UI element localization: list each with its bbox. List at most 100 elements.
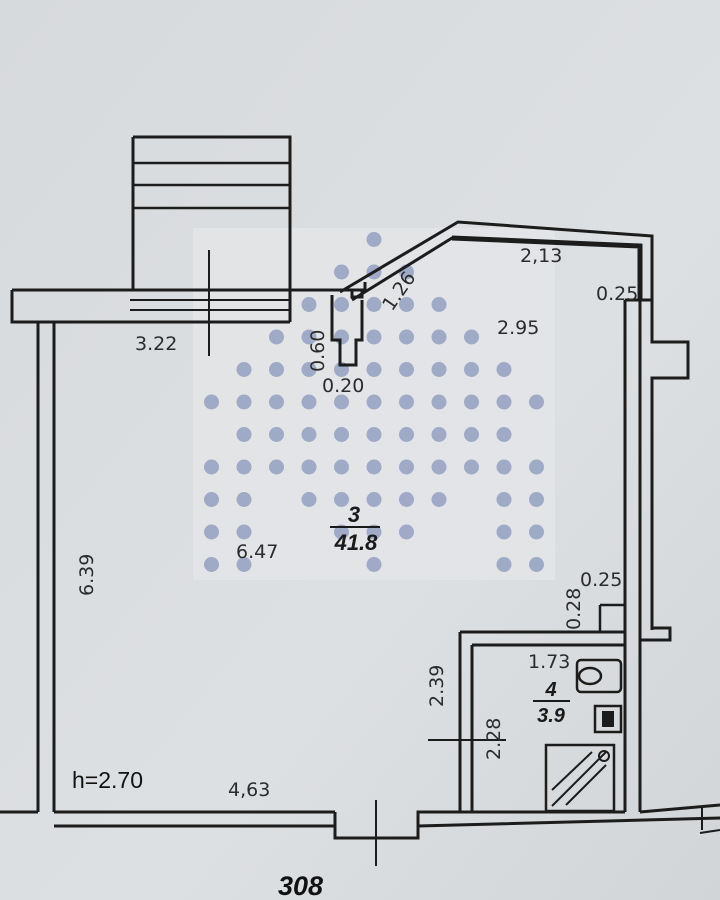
watermark-dot [431,329,447,345]
watermark-dot [334,492,349,507]
watermark-dot [366,394,382,410]
watermark-dot [301,297,317,312]
watermark-dot [366,329,382,345]
room-4-label: 4 3.9 [533,679,570,727]
watermark-dot [496,459,512,475]
walls [0,135,720,866]
watermark-dot [301,427,317,442]
watermark-dot [236,492,252,507]
dim-pillar-height: 0.60 [307,330,329,372]
watermark-dot [236,557,252,572]
bathroom-walls [458,630,625,812]
bottom-wall [54,810,720,840]
dimension-labels: 3.22 2,13 1.26 0.25 0.60 0.20 2.95 6.39 … [76,245,638,801]
watermark-dot [366,492,382,507]
watermark-dot [399,459,414,475]
dim-bath-wall-gap: 0.28 [563,588,585,630]
watermark-dot [496,362,512,377]
watermark-dot [464,362,479,377]
watermark-dot [366,362,382,377]
watermark-dot [204,557,219,572]
toilet-icon [575,658,623,694]
watermark-dot [301,492,317,507]
dim-wall-top-right: 0.25 [596,283,638,305]
dim-bottom-width: 4,63 [228,779,270,801]
dim-top-right: 2,13 [520,245,562,267]
watermark-dot [464,459,479,475]
watermark-dot [431,297,447,312]
watermark-dot [399,297,414,312]
watermark-dot [399,394,414,410]
watermark-dot-pattern [204,232,544,572]
watermark-dot [529,459,544,475]
watermark-dot [334,459,349,475]
watermark-dot [431,394,447,410]
dim-inner-height: 6.47 [236,541,278,563]
watermark-dot [236,394,252,410]
watermark-dot [204,394,219,410]
shower-icon [544,743,616,813]
ceiling-height: h=2.70 [72,767,143,793]
watermark-dot [366,524,382,540]
watermark-dot [366,427,382,442]
watermark-dot [301,329,317,345]
watermark-dot [236,362,252,377]
watermark-dot [399,524,414,540]
pillar [330,295,364,367]
watermark-dot [236,524,252,540]
dim-bath-wall-thick: 0.25 [580,569,622,591]
watermark-dot [366,297,382,312]
watermark-dot [204,492,219,507]
watermark-dot [496,427,512,442]
watermark-dot [529,557,544,572]
watermark-dot [496,492,512,507]
watermark-dot [529,524,544,540]
dim-bath-width: 1.73 [528,651,570,673]
dim-bath-height-inner: 2.28 [483,718,505,760]
dim-pillar-width: 0.20 [322,375,364,397]
watermark-dot [399,427,414,442]
watermark-dot [431,427,447,442]
watermark-dot [334,264,349,280]
watermark-dot [204,524,219,540]
watermark-dot [269,459,284,475]
watermark-dot [399,362,414,377]
dim-right-depth: 2.95 [497,317,539,339]
sink-icon [593,704,623,734]
watermark-dot [301,394,317,410]
watermark-dot [366,557,382,572]
balcony-slab [10,282,367,324]
watermark-dot [301,362,317,377]
watermark-dot [204,459,219,475]
watermark-dot [236,459,252,475]
watermark-dot [334,427,349,442]
dim-balcony-left: 3.22 [135,333,177,355]
room-4-area: 3.9 [537,705,566,727]
watermark-dot [334,524,349,540]
right-wall [623,298,690,812]
watermark-dot [496,524,512,540]
watermark-dot [496,394,512,410]
watermark-dot [269,362,284,377]
watermark-dot [269,329,284,345]
watermark-dot [496,557,512,572]
watermark-dot [269,394,284,410]
left-outer-wall [36,322,56,812]
watermark-dot [399,329,414,345]
watermark-dot [269,427,284,442]
room-4-number: 4 [544,679,556,701]
watermark-dot [431,492,447,507]
watermark-dot [334,394,349,410]
dim-bath-height-outer: 2.39 [426,665,448,707]
watermark-dot [529,492,544,507]
watermark-dot [431,459,447,475]
watermark-dot [301,459,317,475]
watermark-dot [366,459,382,475]
watermark-dot [464,329,479,345]
watermark-dot [366,232,382,247]
room-3-number: 3 [348,502,360,527]
watermark-dot [236,427,252,442]
watermark-dot [431,362,447,377]
room-3-label: 3 41.8 [330,502,380,555]
